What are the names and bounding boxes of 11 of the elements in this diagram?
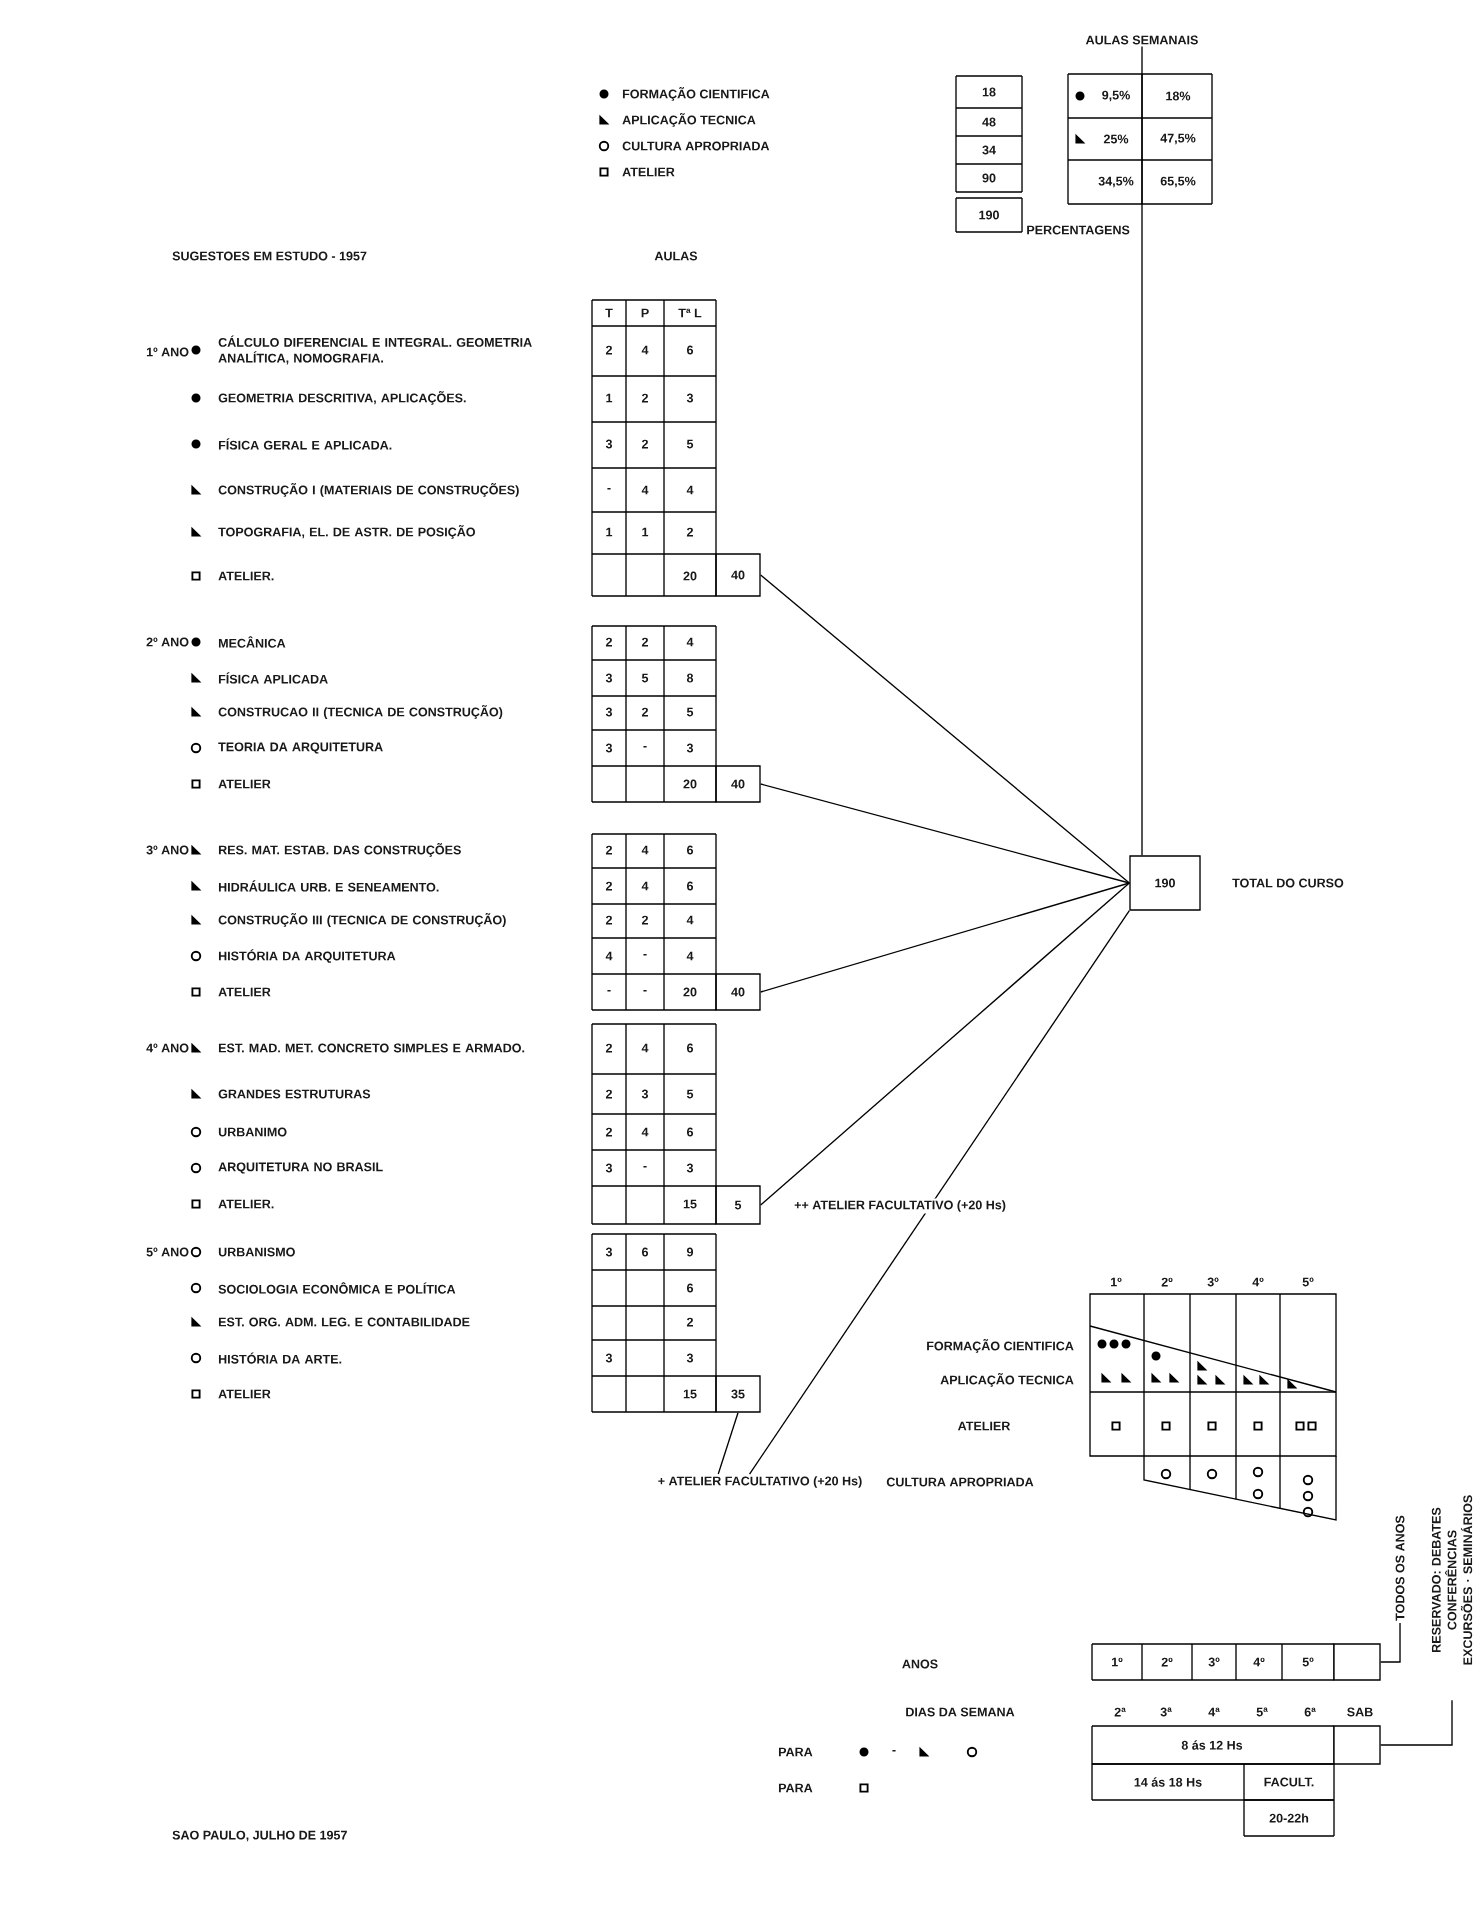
connector-line [1380, 1622, 1401, 1663]
connector-line [717, 1412, 739, 1475]
connector-line [1380, 1699, 1453, 1746]
connector-line [760, 574, 1130, 884]
connector-line [760, 882, 1130, 993]
empty-cell [1333, 1643, 1381, 1681]
connector-line [760, 783, 1130, 884]
connector-line [1141, 45, 1143, 856]
connector-line [760, 882, 1130, 1206]
empty-cell [1333, 1725, 1381, 1765]
connector-line [748, 910, 1130, 1475]
